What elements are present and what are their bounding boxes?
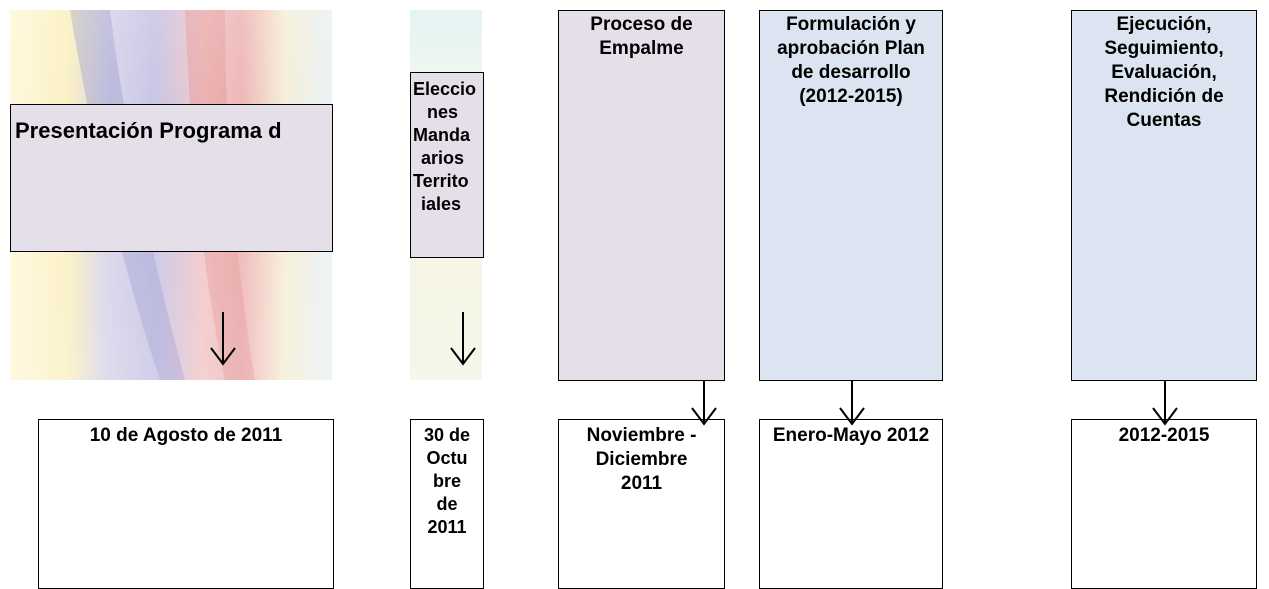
date-box-plan: Enero-Mayo 2012 — [759, 419, 943, 589]
date-box-presentacion: 10 de Agosto de 2011 — [38, 419, 334, 589]
date-label: Noviembre - Diciembre 2011 — [586, 425, 697, 494]
date-label: Enero-Mayo 2012 — [772, 425, 930, 446]
date-label-line: bre — [432, 471, 461, 491]
stage-label-line: iales — [421, 194, 462, 214]
date-label-line: 2011 — [427, 517, 467, 537]
stage-label-line: Manda — [413, 125, 471, 145]
date-label-line: Octu — [426, 448, 468, 468]
date-label-line: de — [436, 494, 458, 514]
stage-label: Presentación Programa d — [15, 118, 282, 143]
stage-box-ejecucion: Ejecución, Seguimiento, Evaluación, Rend… — [1071, 10, 1257, 381]
date-box-empalme: Noviembre - Diciembre 2011 — [558, 419, 725, 589]
stage-label-line: nes — [427, 102, 459, 122]
down-arrow-icon — [1152, 380, 1178, 426]
date-label: 2012-2015 — [1118, 425, 1210, 446]
date-label: 10 de Agosto de 2011 — [89, 425, 283, 446]
date-box-elecciones: 30 de Octu bre de 2011 — [410, 419, 484, 589]
stage-box-empalme: Proceso de Empalme — [558, 10, 725, 381]
stage-label-line: Territo — [413, 171, 469, 191]
down-arrow-icon — [839, 380, 865, 426]
date-box-ejecucion: 2012-2015 — [1071, 419, 1257, 589]
stage-label: Proceso de Empalme — [590, 14, 693, 59]
stage-box-presentacion: Presentación Programa d — [10, 104, 333, 252]
down-arrow-icon — [450, 312, 476, 366]
stage-label-line: arios — [421, 148, 465, 168]
date-label-line: 30 de — [423, 425, 471, 445]
stage-box-elecciones: Eleccio nes Manda arios Territo iales — [410, 72, 484, 258]
stage-label: Ejecución, Seguimiento, Evaluación, Rend… — [1104, 14, 1224, 131]
down-arrow-icon — [691, 380, 717, 426]
stage-label-line: Eleccio — [413, 79, 477, 99]
down-arrow-icon — [210, 312, 236, 366]
stage-label: Formulación y aprobación Plan de desarro… — [777, 14, 925, 107]
stage-box-plan: Formulación y aprobación Plan de desarro… — [759, 10, 943, 381]
